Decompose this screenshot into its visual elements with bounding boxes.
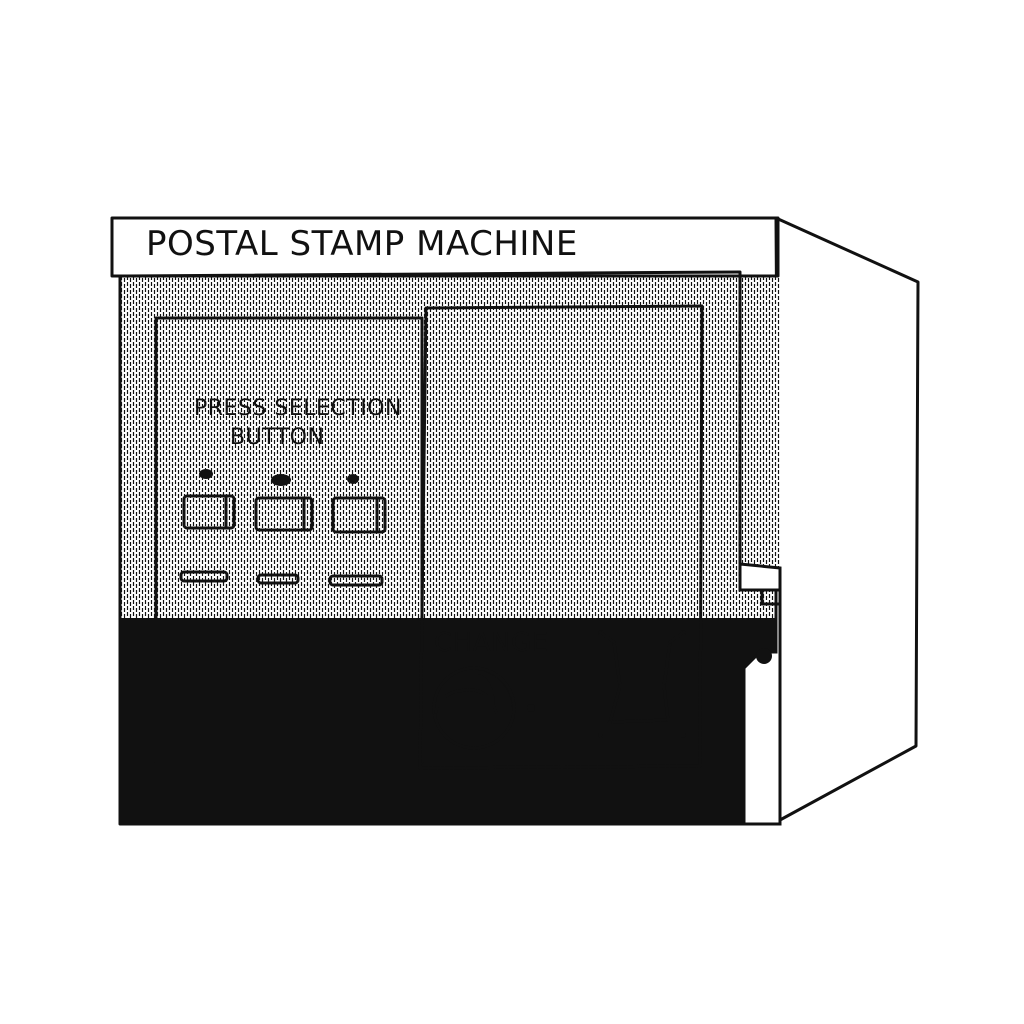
title-board [110, 216, 780, 278]
change-dial-icon [432, 666, 516, 750]
indicator-light-3-icon [347, 474, 359, 484]
selection-button-2[interactable] [254, 496, 314, 532]
selection-button-1[interactable] [182, 494, 236, 530]
selection-button-3[interactable] [331, 496, 387, 534]
change-panel [418, 304, 704, 770]
instruction-text-line1: PRESS SELECTION [194, 396, 402, 421]
coin-return-tray-button[interactable] [598, 630, 686, 738]
selection-button-1-icon [182, 494, 236, 530]
coin-return-tray-icon [598, 630, 686, 738]
indicator-light-2-icon [271, 474, 291, 486]
stamp-slot-2 [256, 573, 300, 585]
change-dial-dot-icon [527, 704, 535, 712]
stamp-slot-1 [179, 570, 229, 583]
selection-button-3-icon [331, 496, 387, 534]
selection-button-2-icon [254, 496, 314, 532]
stamp-slot-3 [328, 574, 384, 587]
cabinet-recess-hatched [120, 276, 740, 621]
side-latch-icon [756, 648, 772, 664]
instruction-text-line2: BUTTON [230, 425, 325, 450]
indicator-light-1-icon [199, 469, 213, 479]
change-label: CHANGE [434, 628, 549, 658]
change-dial-button[interactable] [432, 666, 516, 750]
machine-title: POSTAL STAMP MACHINE [146, 224, 578, 264]
side-slot-icon [760, 588, 782, 606]
cabinet-side-panel [774, 216, 920, 822]
